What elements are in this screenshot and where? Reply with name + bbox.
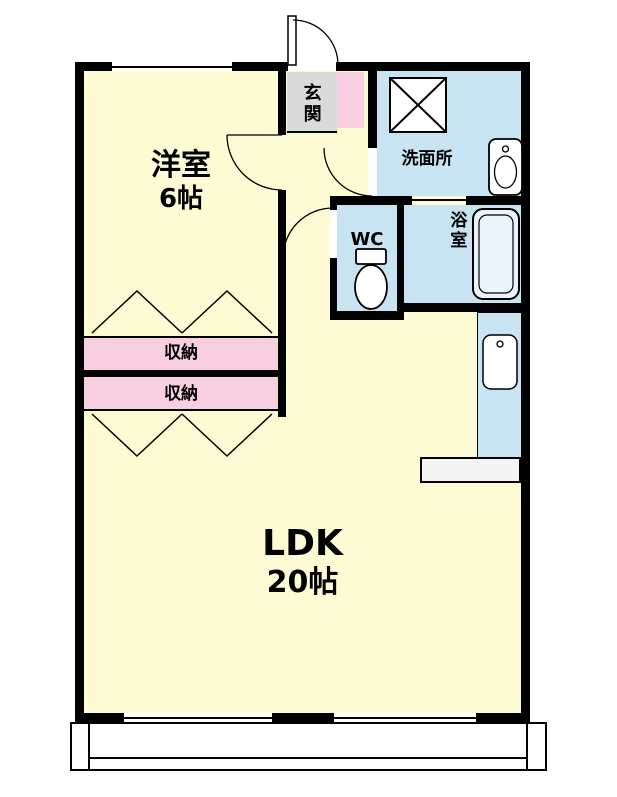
washroom-floor bbox=[377, 71, 521, 196]
label-ldk: LDK 20帖 bbox=[84, 522, 521, 601]
label-western-room: 洋室 6帖 bbox=[84, 148, 278, 215]
wall bbox=[278, 190, 286, 417]
western-room-size: 6帖 bbox=[158, 184, 204, 214]
wall bbox=[330, 258, 337, 320]
wall bbox=[272, 713, 334, 722]
wall bbox=[75, 713, 124, 722]
label-entrance: 玄関 bbox=[300, 83, 322, 125]
balcony bbox=[70, 722, 547, 771]
wall bbox=[521, 62, 530, 722]
label-bathroom: 浴室 bbox=[446, 211, 467, 251]
kitchen-island-counter bbox=[420, 457, 521, 483]
storage-strip-2 bbox=[84, 377, 278, 411]
wall bbox=[466, 196, 521, 205]
door-opening bbox=[368, 148, 377, 196]
door-opening bbox=[330, 210, 337, 258]
wall bbox=[278, 71, 286, 135]
wall bbox=[330, 196, 337, 210]
wall bbox=[232, 62, 288, 71]
storage-strip-1 bbox=[84, 336, 278, 370]
wall bbox=[397, 303, 521, 312]
label-storage-1: 収納 bbox=[164, 343, 198, 363]
wall bbox=[336, 62, 530, 71]
label-storage-2: 収納 bbox=[164, 384, 198, 404]
window bbox=[334, 713, 476, 722]
entrance-step bbox=[337, 72, 364, 128]
ldk-size: 20帖 bbox=[266, 565, 339, 601]
window bbox=[124, 713, 272, 722]
balcony-railing bbox=[88, 757, 528, 759]
wall bbox=[330, 311, 404, 320]
wall bbox=[84, 370, 278, 377]
balcony-divider bbox=[526, 722, 528, 771]
label-wc: WC bbox=[350, 229, 384, 250]
balcony-divider bbox=[88, 722, 90, 771]
ldk-name: LDK bbox=[262, 523, 343, 564]
entrance-tile bbox=[287, 72, 337, 133]
wall bbox=[75, 62, 112, 71]
wall bbox=[368, 71, 377, 148]
kitchen-counter bbox=[477, 312, 521, 458]
western-room-name: 洋室 bbox=[151, 148, 211, 183]
wall bbox=[397, 205, 404, 303]
wc-floor bbox=[337, 205, 397, 311]
label-washroom: 洗面所 bbox=[401, 149, 453, 169]
entrance-door bbox=[287, 15, 339, 66]
window bbox=[112, 62, 232, 71]
wall bbox=[476, 713, 530, 722]
wall bbox=[337, 196, 412, 205]
wall bbox=[75, 62, 84, 722]
